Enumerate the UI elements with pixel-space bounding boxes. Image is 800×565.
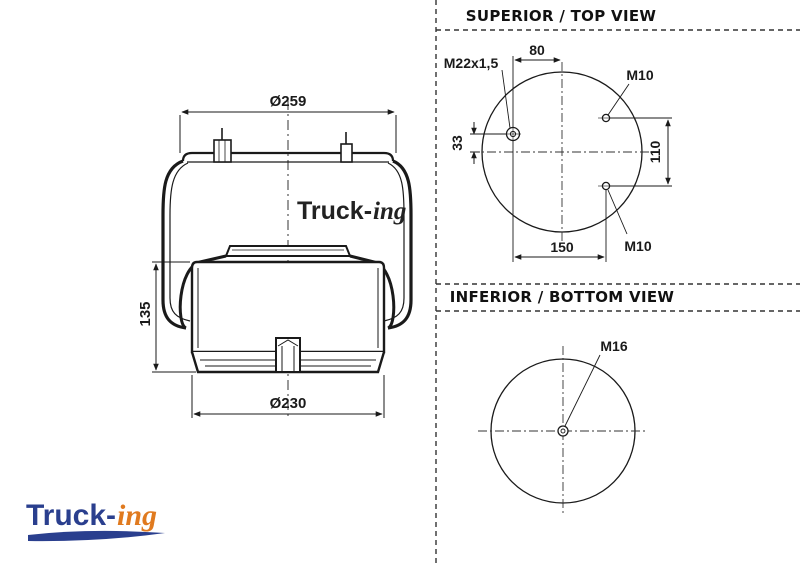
logo-swoosh (28, 530, 165, 542)
top-diameter-label: Ø259 (270, 93, 307, 110)
bellows-watermark: Truck-ing (297, 197, 406, 225)
logo-main-text: Truck- (26, 499, 116, 532)
bolt-label-lower: M10 (624, 238, 651, 254)
brand-logo: Truck-ing (26, 499, 165, 542)
view-dividers (435, 0, 800, 565)
dim-110-label: 110 (647, 140, 663, 163)
bottom-bolt-label: M16 (600, 338, 627, 354)
dim-80-label: 80 (529, 42, 545, 58)
dim-150-label: 150 (550, 239, 574, 255)
bellows-watermark-ing: ing (373, 198, 406, 225)
logo-ing-text: ing (117, 499, 157, 532)
bellows-watermark-main: Truck- (297, 197, 372, 225)
bolt-label-upper: M10 (626, 67, 653, 83)
top-view-title: SUPERIOR / TOP VIEW (466, 7, 657, 25)
piston-diameter-label: Ø230 (270, 395, 307, 412)
air-spring-side-view: Ø259 Ø230 135 Truck-ing (137, 93, 413, 420)
dim-33-label: 33 (449, 135, 465, 151)
bottom-view-drawing: M16 (478, 338, 648, 516)
top-view-drawing: 80 M22x1,5 33 M10 110 150 M10 (444, 42, 672, 262)
thread-label: M22x1,5 (444, 55, 499, 71)
height-label: 135 (137, 301, 154, 326)
bottom-view-title: INFERIOR / BOTTOM VIEW (450, 288, 675, 306)
brand-logo-text: Truck-ing (26, 499, 157, 532)
